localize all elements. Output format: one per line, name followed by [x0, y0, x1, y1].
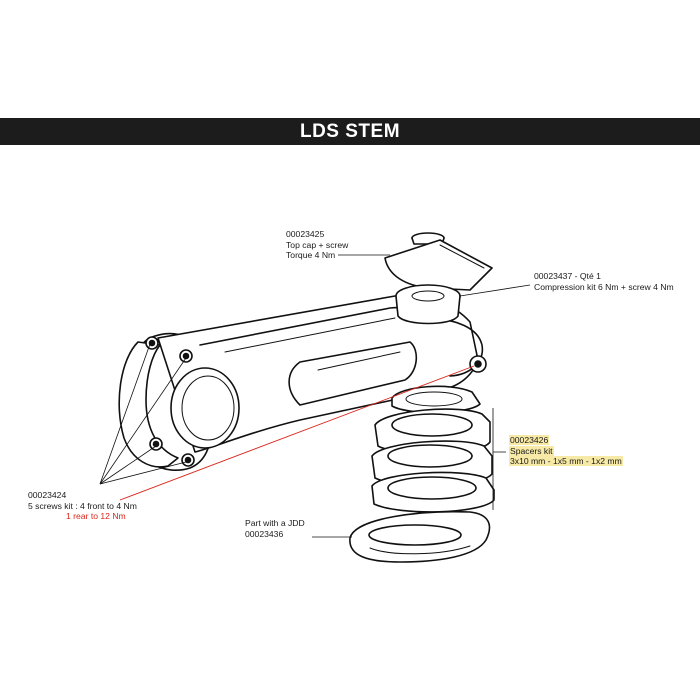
callout-top-cap: 00023425 Top cap + screw Torque 4 Nm	[286, 229, 348, 261]
leader-spacers	[492, 408, 506, 510]
spacers-ref: 00023426	[509, 435, 550, 445]
screws-rear: 1 rear to 12 Nm	[66, 511, 126, 521]
jdd-ref: 00023436	[245, 528, 284, 539]
spacers-sizes: 3x10 mm - 1x5 mm - 1x2 mm	[509, 456, 623, 466]
stem-body	[118, 294, 487, 471]
top-cap-ref: 00023425	[286, 229, 325, 239]
screws-ref: 00023424	[28, 490, 67, 500]
leader-compression	[459, 284, 531, 297]
jdd-desc: Part with a JDD	[245, 518, 305, 528]
top-cap-screw	[384, 232, 493, 299]
leader-screw-4	[99, 461, 187, 485]
callout-spacers: 00023426 Spacers kit 3x10 mm - 1x5 mm - …	[509, 435, 623, 467]
spacers-desc: Spacers kit	[509, 445, 554, 456]
leader-screw-3	[99, 445, 157, 485]
top-cap-desc: Top cap + screw	[286, 239, 349, 250]
title-banner: LDS STEM	[0, 118, 700, 145]
compression-ring	[395, 284, 461, 325]
leader-screw-2	[99, 357, 187, 485]
spacer-2mm	[391, 385, 481, 414]
callout-compression: 00023437 - Qté 1 Compression kit 6 Nm + …	[534, 271, 674, 292]
compression-ref: 00023437 - Qté 1	[534, 271, 601, 281]
leader-screw-1	[99, 343, 151, 485]
callout-jdd: Part with a JDD 00023436	[245, 518, 305, 539]
callout-screws: 00023424 5 screws kit : 4 front to 4 Nm …	[28, 490, 137, 522]
jdd-base-part	[349, 510, 491, 563]
page-title: LDS STEM	[299, 120, 401, 142]
spacer-5mm	[371, 471, 495, 513]
screws-front: 5 screws kit : 4 front to 4 Nm	[28, 500, 137, 511]
top-cap-torque: Torque 4 Nm	[286, 250, 336, 260]
leader-rear-screw	[119, 365, 475, 501]
compression-desc: Compression kit 6 Nm + screw 4 Nm	[534, 281, 674, 292]
